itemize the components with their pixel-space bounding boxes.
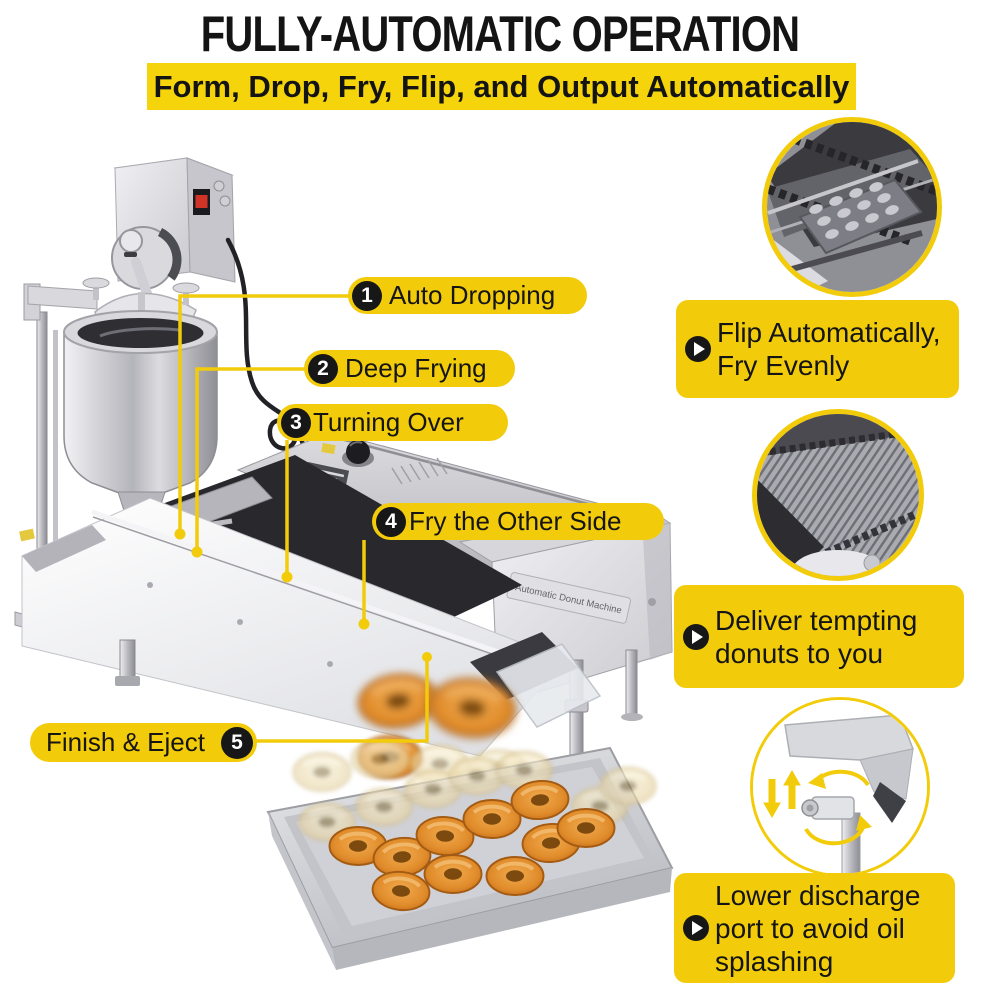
callout-line-dots (174, 528, 432, 662)
play-icon (683, 915, 709, 941)
feature-text-line: Fry Evenly (717, 350, 850, 381)
callout-number-badge: 4 (376, 506, 406, 537)
feature-deliver-donuts: Deliver tempting donuts to you (674, 585, 964, 688)
detail-circle-mesh-conveyor (752, 409, 924, 581)
page-title: FULLY-AUTOMATIC OPERATION (200, 6, 800, 62)
callout-number-badge: 2 (308, 353, 338, 384)
feature-text-line: port to avoid oil (715, 912, 905, 944)
warning-sticker (321, 443, 336, 455)
callout-finish-eject: Finish & Eject 5 (30, 723, 257, 762)
callout-number-badge: 5 (221, 726, 253, 759)
perforated-flip-plate (798, 178, 923, 255)
discharge-port (470, 632, 602, 728)
subtitle-banner: Form, Drop, Fry, Flip, and Output Automa… (147, 63, 856, 110)
chain (792, 134, 937, 196)
control-knob-small (219, 195, 231, 207)
control-knob-small (213, 180, 225, 192)
subtitle-text: Form, Drop, Fry, Flip, and Output Automa… (153, 68, 850, 104)
feature-text-line: Lower discharge (715, 879, 921, 911)
callout-fry-other-side: 4 Fry the Other Side (372, 503, 664, 540)
play-icon (685, 336, 711, 362)
thumb-screw (82, 277, 110, 300)
play-icon (683, 623, 709, 650)
discharge-port-closeup (753, 700, 927, 874)
feature-text-line: splashing (715, 945, 834, 977)
discharge-arm (784, 714, 915, 823)
feature-text-line: donuts to you (715, 637, 884, 669)
chain (824, 511, 916, 557)
callout-number-badge: 1 (352, 280, 382, 311)
warning-sticker (19, 528, 35, 542)
up-down-arrows-icon (763, 769, 801, 819)
callout-label: Deep Frying (345, 353, 487, 383)
callout-label: Fry the Other Side (409, 506, 622, 536)
chain (759, 427, 919, 457)
output-tray (266, 746, 674, 970)
callout-label: Auto Dropping (389, 280, 556, 310)
callout-label: Finish & Eject (46, 727, 205, 757)
dropper-motor (111, 226, 182, 307)
callout-lines (178, 294, 429, 743)
feature-text-line: Flip Automatically, (717, 317, 941, 348)
motor-housing (792, 550, 884, 576)
callout-turning-over: 3 Turning Over (277, 404, 508, 441)
callout-deep-frying: 2 Deep Frying (304, 350, 515, 387)
detail-circle-discharge-port (750, 697, 930, 877)
drain-valve (115, 676, 140, 686)
feature-flip-automatically: Flip Automatically, Fry Evenly (676, 300, 959, 398)
callout-label: Turning Over (313, 407, 464, 437)
callout-auto-dropping: 1 Auto Dropping (348, 277, 587, 314)
feature-text-line: Deliver tempting (715, 604, 918, 636)
rotate-arrows-icon (804, 769, 872, 846)
feature-lower-discharge: Lower discharge port to avoid oil splash… (674, 873, 955, 983)
callout-number-badge: 3 (281, 407, 311, 438)
flip-plate-closeup (767, 122, 937, 292)
mesh-conveyor-closeup (757, 414, 919, 576)
detail-circle-flip-plate (762, 117, 942, 297)
